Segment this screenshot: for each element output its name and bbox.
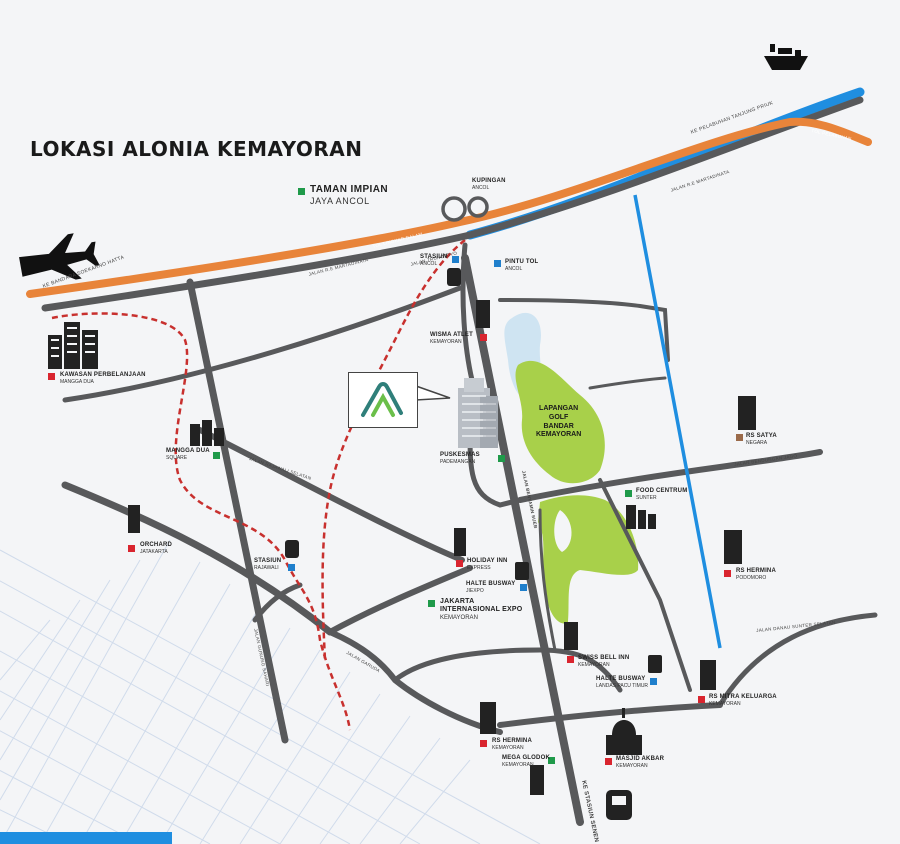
landmark-marker bbox=[498, 455, 505, 462]
landmark-marker bbox=[520, 584, 527, 591]
building-icon bbox=[190, 420, 224, 446]
train-icon bbox=[606, 790, 632, 820]
landmark-marker bbox=[428, 600, 435, 607]
landmark-puskesmas[interactable]: PUSKESMAS PADEMANGAN bbox=[440, 452, 480, 466]
building-icon bbox=[480, 702, 496, 734]
landmark-rs-hermina-kemayoran[interactable]: RS HERMINA KEMAYORAN bbox=[492, 738, 533, 752]
landmark-swiss-bell[interactable]: SWISS BELL INN KEMAYORAN bbox=[578, 655, 630, 669]
landmark-marker bbox=[480, 740, 487, 747]
landmark-taman-impian[interactable]: TAMAN IMPIAN JAYA ANCOL bbox=[310, 184, 388, 206]
landmark-kupingan[interactable]: KUPINGAN ANCOL bbox=[472, 178, 506, 192]
landmark-marker bbox=[736, 434, 743, 441]
mosque-icon bbox=[606, 708, 642, 755]
landmark-marker bbox=[625, 490, 632, 497]
landmark-mega-glodok[interactable]: MEGA GLODOK KEMAYORAN bbox=[502, 755, 550, 769]
landmark-wisma-atlet[interactable]: WISMA ATLET KEMAYORAN bbox=[430, 332, 473, 346]
landmark-marker bbox=[48, 373, 55, 380]
landmark-stasiun-rajawali[interactable]: STASIUN RAJAWALI bbox=[254, 558, 282, 572]
toll-road-blue-north bbox=[633, 194, 722, 649]
landmark-rs-hermina-podomoro[interactable]: RS HERMINA PODOMORO bbox=[736, 568, 777, 582]
building-icon bbox=[454, 528, 466, 556]
landmark-rs-mitra[interactable]: RS MITRA KELUARGA KEMAYORAN bbox=[709, 694, 777, 708]
roads bbox=[61, 242, 878, 826]
toll-road-main-grey bbox=[41, 96, 864, 312]
alonia-tower bbox=[458, 378, 498, 448]
toll-road-orange bbox=[26, 117, 872, 298]
landmark-marker bbox=[494, 260, 501, 267]
building-icon bbox=[724, 530, 742, 564]
train-icon bbox=[285, 540, 299, 558]
building-icon bbox=[530, 765, 544, 795]
alonia-logo bbox=[361, 382, 403, 417]
bus-icon bbox=[648, 655, 662, 673]
landmark-rs-satya[interactable]: RS SATYA NEGARA bbox=[746, 433, 777, 447]
page-edge-strip bbox=[0, 832, 172, 844]
alonia-callout[interactable] bbox=[348, 372, 418, 428]
landmark-marker bbox=[650, 678, 657, 685]
building-icon bbox=[48, 322, 98, 369]
landmark-jiexpo[interactable]: JAKARTA INTERNASIONAL EXPO KEMAYORAN bbox=[440, 598, 523, 621]
landmark-holiday-inn[interactable]: HOLIDAY INN EXPRESS bbox=[467, 558, 508, 572]
landmark-pintu-tol[interactable]: PINTU TOL ANCOL bbox=[505, 259, 539, 273]
building-icon bbox=[626, 505, 656, 529]
landmark-marker bbox=[288, 564, 295, 571]
callout-pointer bbox=[415, 384, 451, 401]
building-icon bbox=[700, 660, 716, 690]
landmark-marker bbox=[567, 656, 574, 663]
ship-icon bbox=[764, 44, 808, 70]
landmark-marker bbox=[128, 545, 135, 552]
golf-course-north bbox=[515, 360, 605, 484]
building-icon bbox=[738, 396, 756, 430]
landmark-marker bbox=[724, 570, 731, 577]
landmark-kawasan[interactable]: KAWASAN PERBELANJAAN MANGGA DUA bbox=[60, 372, 146, 386]
landmark-stasiun-ancol[interactable]: STASIUN ANCOL bbox=[420, 254, 448, 268]
golf-course-south bbox=[538, 495, 639, 624]
landmark-masjid[interactable]: MASJID AKBAR KEMAYORAN bbox=[616, 756, 665, 770]
kupingan-interchange-2 bbox=[467, 196, 489, 218]
landmark-halte-landas[interactable]: HALTE BUSWAY LANDAS PACU TIMUR bbox=[596, 676, 649, 690]
railway-line-east bbox=[321, 239, 466, 661]
landmark-marker bbox=[698, 696, 705, 703]
golf-course-label: LAPANGAN GOLF BANDAR KEMAYORAN bbox=[536, 405, 582, 439]
landmark-marker bbox=[480, 334, 487, 341]
landmark-marker bbox=[456, 560, 463, 567]
railway-line-west bbox=[51, 312, 352, 731]
grid-pattern bbox=[0, 539, 541, 844]
building-icon bbox=[476, 300, 490, 328]
landmark-orchard[interactable]: ORCHARD JATAKARTA bbox=[140, 542, 173, 556]
landmark-food-centrum[interactable]: FOOD CENTRUM SUNTER bbox=[636, 488, 688, 502]
landmark-marker bbox=[298, 188, 305, 195]
bus-icon bbox=[515, 562, 529, 580]
kupingan-interchange bbox=[441, 196, 467, 222]
train-icon bbox=[447, 268, 461, 286]
landmark-halte-jiexpo[interactable]: HALTE BUSWAY JIEXPO bbox=[466, 581, 516, 595]
landmark-mangga-dua[interactable]: MANGGA DUA SQUARE bbox=[166, 448, 210, 462]
building-icon bbox=[564, 622, 578, 650]
building-icon bbox=[128, 505, 140, 533]
landmark-marker bbox=[213, 452, 220, 459]
page-title: LOKASI ALONIA KEMAYORAN bbox=[30, 137, 363, 161]
landmark-marker bbox=[605, 758, 612, 765]
toll-road-blue bbox=[465, 87, 865, 240]
airplane-icon bbox=[19, 233, 100, 280]
golf-course-south-bump bbox=[554, 510, 572, 552]
landmark-marker bbox=[452, 256, 459, 263]
landmark-marker bbox=[548, 757, 555, 764]
